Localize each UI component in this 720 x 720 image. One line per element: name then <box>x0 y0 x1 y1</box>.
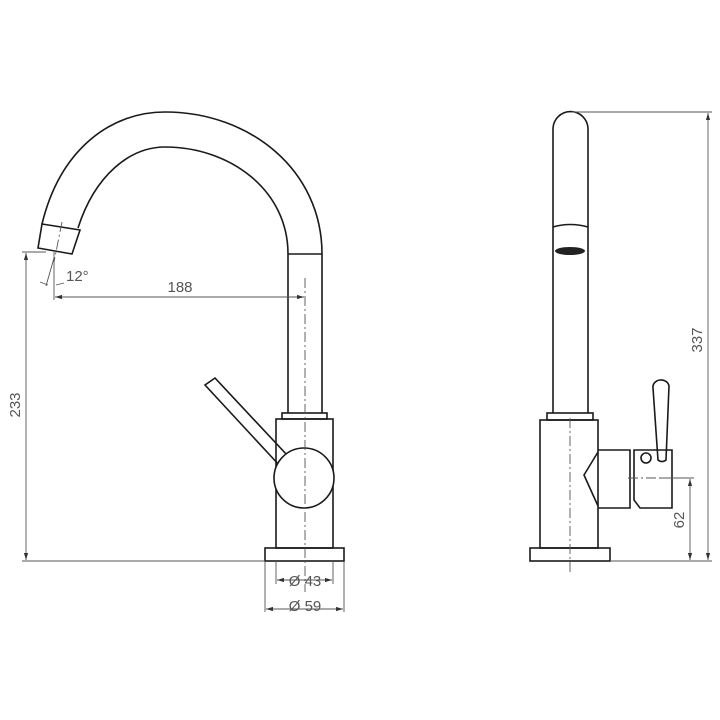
spout-outer <box>41 111 323 255</box>
angle-line <box>45 257 55 287</box>
front-view <box>37 111 345 592</box>
dim-diameter-43: Ø 43 <box>289 573 322 590</box>
handle-knob <box>273 447 335 509</box>
dim-62: 62 <box>671 512 688 529</box>
handle-screw <box>640 452 652 464</box>
dim-337: 337 <box>689 327 706 352</box>
side-dimensions: 337 62 <box>572 111 712 562</box>
spout-tube <box>552 110 589 413</box>
angle-tick <box>39 281 49 286</box>
side-body <box>539 419 599 549</box>
dim-12-degrees: 12° <box>66 268 89 285</box>
extension-lines-diameters <box>264 561 345 612</box>
spout-band <box>552 223 589 228</box>
front-dimensions: 233 188 12° Ø 43 Ø 59 <box>7 251 345 615</box>
side-arm <box>583 449 631 509</box>
dim-diameter-59: Ø 59 <box>289 598 322 615</box>
angle-tick <box>55 282 65 286</box>
aerator-side <box>555 247 585 255</box>
lever <box>203 376 289 468</box>
dim-188: 188 <box>167 279 192 296</box>
side-lever <box>652 379 670 463</box>
base <box>264 547 345 562</box>
dim-233: 233 <box>7 392 24 417</box>
side-view <box>529 110 680 572</box>
aerator <box>37 223 82 255</box>
riser-pipe <box>287 254 323 413</box>
spout-inner <box>77 146 289 255</box>
aerator-centerline <box>53 221 63 263</box>
collar <box>281 412 328 420</box>
